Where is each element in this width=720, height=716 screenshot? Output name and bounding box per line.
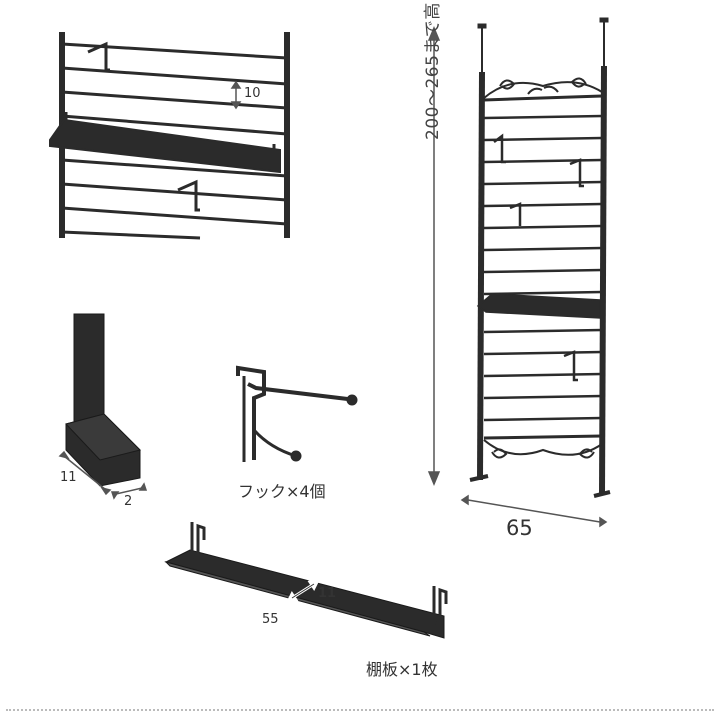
base-depth-arrow xyxy=(58,450,112,496)
height-arrow xyxy=(427,26,441,486)
base-depth-label: 11 xyxy=(60,470,77,485)
shelf-depth-label: 11 xyxy=(318,586,337,601)
ladder-detail-view xyxy=(49,32,290,240)
width-arrow xyxy=(460,494,608,528)
hook-caption: フック×4個 xyxy=(238,482,326,501)
height-range-label: 200〜265まで高さ調節可能 xyxy=(423,0,443,140)
full-rack-view xyxy=(469,17,611,498)
hook-illustration xyxy=(236,365,358,462)
base-width-arrow xyxy=(110,482,148,500)
shelf-length-label: 55 xyxy=(262,612,279,627)
shelf-caption: 棚板×1枚 xyxy=(366,660,438,679)
shelf-illustration xyxy=(164,522,448,639)
rung-spacing-label: 10 xyxy=(244,86,261,101)
rung-spacing-arrow xyxy=(230,80,242,110)
base-width-label: 2 xyxy=(124,494,133,509)
base-foot-view xyxy=(65,313,141,487)
shelf-depth-arrow-outline xyxy=(291,583,315,599)
width-label: 65 xyxy=(506,516,533,540)
footer-divider xyxy=(6,709,714,711)
